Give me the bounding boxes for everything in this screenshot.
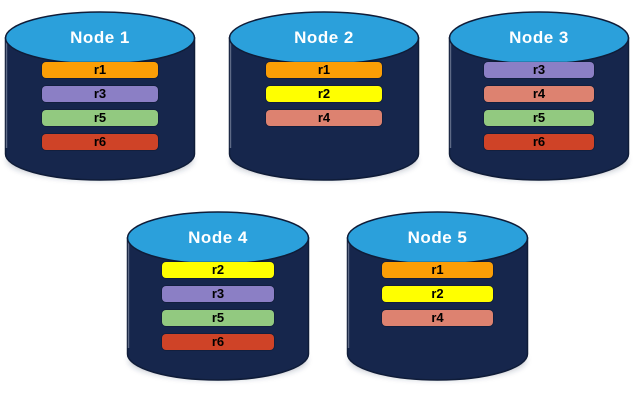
record-label: r3 — [532, 62, 546, 77]
record-label: r6 — [93, 134, 107, 149]
record-bar-r3: r3 — [162, 286, 274, 302]
record-list: r1 r2 r4 — [347, 262, 528, 334]
record-bar-r5: r5 — [162, 310, 274, 326]
record-label: r4 — [317, 110, 331, 125]
record-bar-r1: r1 — [42, 62, 158, 78]
record-label: r3 — [211, 286, 225, 301]
cylinder-top — [4, 11, 196, 65]
record-bar-r1: r1 — [382, 262, 493, 278]
record-bar-r3: r3 — [484, 62, 594, 78]
record-label: r6 — [211, 334, 225, 349]
record-label: r2 — [211, 262, 225, 277]
record-bar-r3: r3 — [42, 86, 158, 102]
record-bar-r4: r4 — [382, 310, 493, 326]
cylinder-top — [228, 11, 420, 65]
cylinder-top — [346, 211, 529, 265]
record-list: r1 r2 r4 — [229, 62, 419, 134]
record-list: r2 r3 r5 r6 — [127, 262, 309, 358]
record-label: r3 — [93, 86, 107, 101]
record-list: r3 r4 r5 r6 — [449, 62, 629, 158]
record-bar-r5: r5 — [484, 110, 594, 126]
record-label: r2 — [317, 86, 331, 101]
record-label: r5 — [532, 110, 546, 125]
record-label: r4 — [532, 86, 546, 101]
record-list: r1 r3 r5 r6 — [5, 62, 195, 158]
record-bar-r6: r6 — [162, 334, 274, 350]
record-bar-r4: r4 — [266, 110, 382, 126]
record-bar-r2: r2 — [266, 86, 382, 102]
record-bar-r2: r2 — [162, 262, 274, 278]
record-label: r5 — [93, 110, 107, 125]
record-label: r1 — [93, 62, 107, 77]
record-bar-r2: r2 — [382, 286, 493, 302]
record-label: r1 — [431, 262, 444, 277]
record-label: r1 — [317, 62, 331, 77]
record-label: r5 — [211, 310, 225, 325]
record-label: r4 — [431, 310, 444, 325]
record-label: r6 — [532, 134, 546, 149]
record-label: r2 — [431, 286, 444, 301]
record-bar-r5: r5 — [42, 110, 158, 126]
cylinder-top — [126, 211, 310, 265]
record-bar-r4: r4 — [484, 86, 594, 102]
record-bar-r6: r6 — [484, 134, 594, 150]
record-bar-r6: r6 — [42, 134, 158, 150]
cylinder-top — [448, 11, 630, 65]
record-bar-r1: r1 — [266, 62, 382, 78]
